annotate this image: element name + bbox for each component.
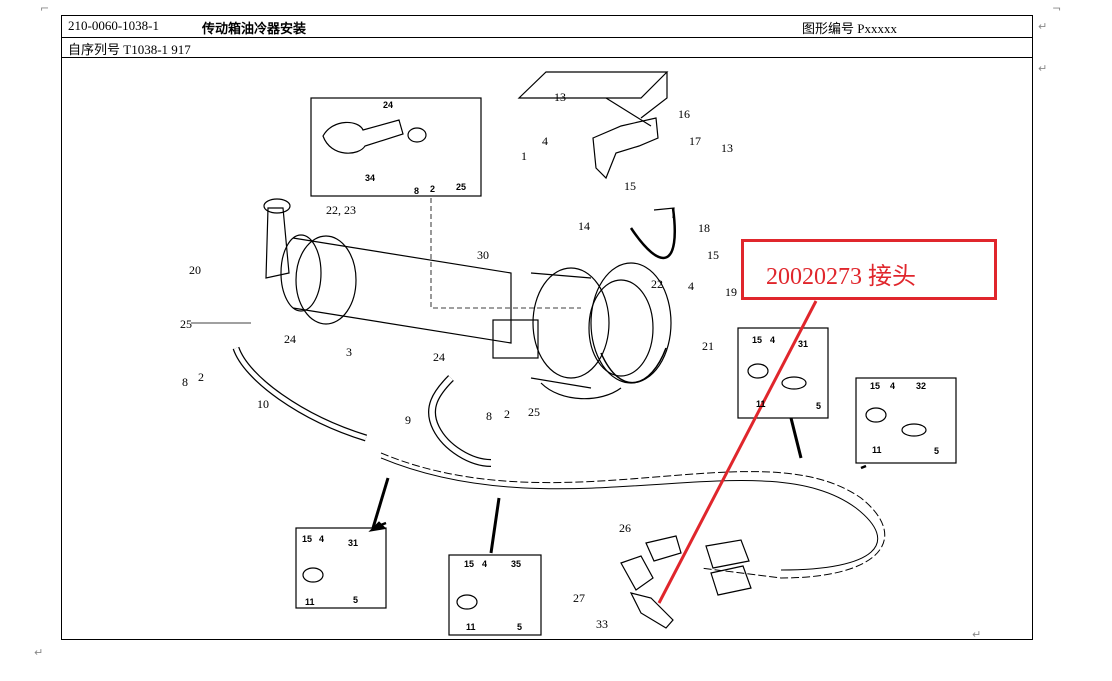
- part-label-15: 15: [707, 248, 719, 262]
- cooler-body: [292, 237, 512, 344]
- inset-c-label-31: 31: [798, 339, 808, 349]
- part-label-18: 18: [698, 221, 710, 235]
- part-label-24: 24: [284, 332, 296, 346]
- part-label-24: 24: [383, 100, 393, 110]
- part-label-4: 4: [688, 279, 694, 293]
- inlet-elbow-top: [265, 207, 290, 279]
- part-label-19: 19: [725, 285, 737, 299]
- document-title: 传动箱油冷器安装: [202, 22, 307, 37]
- inset-d-label-15: 15: [870, 381, 880, 391]
- return-mark: ↵: [34, 646, 44, 659]
- sequence-number: 自序列号 T1038-1 917: [68, 42, 191, 57]
- inset-c-label-5: 5: [816, 401, 821, 411]
- inset-box-c: [737, 327, 829, 419]
- inset-box-a: [295, 527, 387, 609]
- part-label-20: 20: [189, 263, 201, 277]
- exploded-parts-diagram: 13 16 4 1 17 13 15 14 18 15 22, 23 30 22…: [180, 71, 957, 636]
- part-label-2: 2: [430, 184, 435, 194]
- inset-b-label-5: 5: [517, 622, 522, 632]
- inset-box-elbow: [310, 97, 482, 197]
- return-mark: ↵: [972, 628, 982, 641]
- part-label-24: 24: [433, 350, 445, 364]
- part-label-1: 1: [521, 149, 527, 163]
- part-label-13: 13: [554, 90, 566, 104]
- hose-10: [232, 346, 368, 442]
- inset-b-label-15: 15: [464, 559, 474, 569]
- inset-box-b: [448, 554, 542, 636]
- drawing-frame: [61, 58, 1033, 640]
- callout-pointer: [657, 300, 818, 604]
- part-label-25: 25: [528, 405, 540, 419]
- part-label-13: 13: [721, 141, 733, 155]
- inset-d-label-4: 4: [890, 381, 895, 391]
- inset-a-label-5: 5: [353, 595, 358, 605]
- part-label-8: 8: [486, 409, 492, 423]
- inset-c-label-15: 15: [752, 335, 762, 345]
- part-label-2: 2: [504, 407, 510, 421]
- part-label-22: 22: [651, 277, 663, 291]
- return-mark: ↵: [1038, 20, 1048, 33]
- inset-c-label-4: 4: [770, 335, 775, 345]
- inset-a-label-15: 15: [302, 534, 312, 544]
- callout-text: 20020273 接头: [766, 264, 916, 290]
- part-label-26: 26: [619, 521, 631, 535]
- corner-mark-top-left: ⌐: [40, 2, 50, 15]
- return-mark: ↵: [1038, 62, 1048, 75]
- inset-d-label-11: 11: [872, 445, 882, 455]
- header-row-2: 自序列号 T1038-1 917: [62, 37, 1032, 58]
- part-label-34: 34: [365, 173, 375, 183]
- inset-b-label-35: 35: [511, 559, 521, 569]
- right-flange: [532, 267, 610, 379]
- part-label-16: 16: [678, 107, 690, 121]
- fitting-27: [620, 555, 654, 591]
- part-label-17: 17: [689, 134, 701, 148]
- part-label-15: 15: [624, 179, 636, 193]
- header-table: 210-0060-1038-1 传动箱油冷器安装 图形编号 Pxxxxx 自序列…: [61, 15, 1033, 58]
- elbow-34: [322, 119, 404, 154]
- inset-a-label-31: 31: [348, 538, 358, 548]
- part-label-27: 27: [573, 591, 585, 605]
- part-label-22-23: 22, 23: [326, 203, 356, 217]
- inset-box-d: [855, 377, 957, 464]
- part-number-callout: 20020273 接头: [741, 239, 997, 300]
- fitting-33: [629, 592, 674, 629]
- header-row-1: 210-0060-1038-1 传动箱油冷器安装 图形编号 Pxxxxx: [62, 16, 1032, 38]
- hose-end-fittings: [705, 539, 752, 596]
- inset-d-label-32: 32: [916, 381, 926, 391]
- part-label-25: 25: [180, 317, 192, 331]
- part-label-3: 3: [346, 345, 352, 359]
- fitting-26: [645, 535, 682, 562]
- inset-a-label-11: 11: [305, 597, 315, 607]
- drawing-number: 图形编号 Pxxxxx: [802, 21, 897, 36]
- part-label-4: 4: [542, 134, 548, 148]
- inset-a-label-4: 4: [319, 534, 324, 544]
- part-label-8: 8: [414, 186, 419, 196]
- part-label-33: 33: [596, 617, 608, 631]
- corner-mark-top-right: ¬: [1052, 2, 1062, 15]
- strap-18: [629, 207, 676, 260]
- inset-c-label-11: 11: [756, 399, 766, 409]
- part-label-21: 21: [702, 339, 714, 353]
- part-label-9: 9: [405, 413, 411, 427]
- bracket-16: [592, 117, 659, 180]
- part-label-14: 14: [578, 219, 590, 233]
- inset-d-label-5: 5: [934, 446, 939, 456]
- part-label-10: 10: [257, 397, 269, 411]
- part-label-30: 30: [477, 248, 489, 262]
- mounting-plate: [517, 71, 669, 99]
- part-label-8: 8: [182, 375, 188, 389]
- inset-b-label-4: 4: [482, 559, 487, 569]
- inset-b-label-11: 11: [466, 622, 476, 632]
- part-label-25: 25: [456, 182, 466, 192]
- part-label-2: 2: [198, 370, 204, 384]
- part-code: 210-0060-1038-1: [68, 18, 159, 33]
